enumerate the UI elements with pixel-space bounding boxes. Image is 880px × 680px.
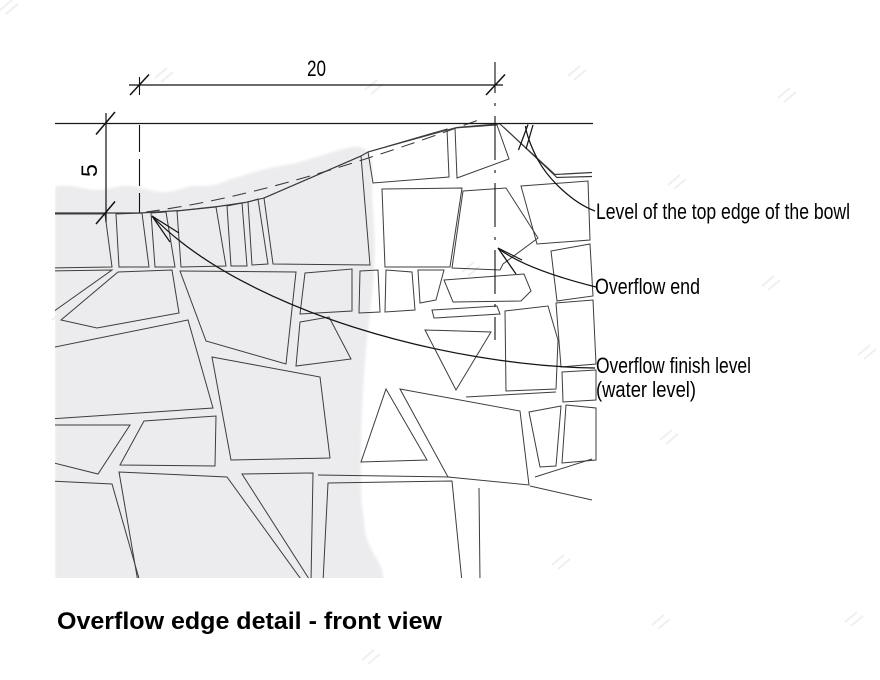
svg-text:Overflow finish level: Overflow finish level: [596, 353, 751, 378]
svg-text:5: 5: [77, 164, 102, 177]
svg-text:Overflow end: Overflow end: [595, 274, 700, 299]
svg-text:Level of the top edge of the b: Level of the top edge of the bowl: [596, 199, 850, 224]
svg-text:(water level): (water level): [596, 377, 696, 402]
svg-text:Overflow edge detail - front v: Overflow edge detail - front view: [57, 608, 442, 635]
svg-text:20: 20: [307, 56, 326, 81]
